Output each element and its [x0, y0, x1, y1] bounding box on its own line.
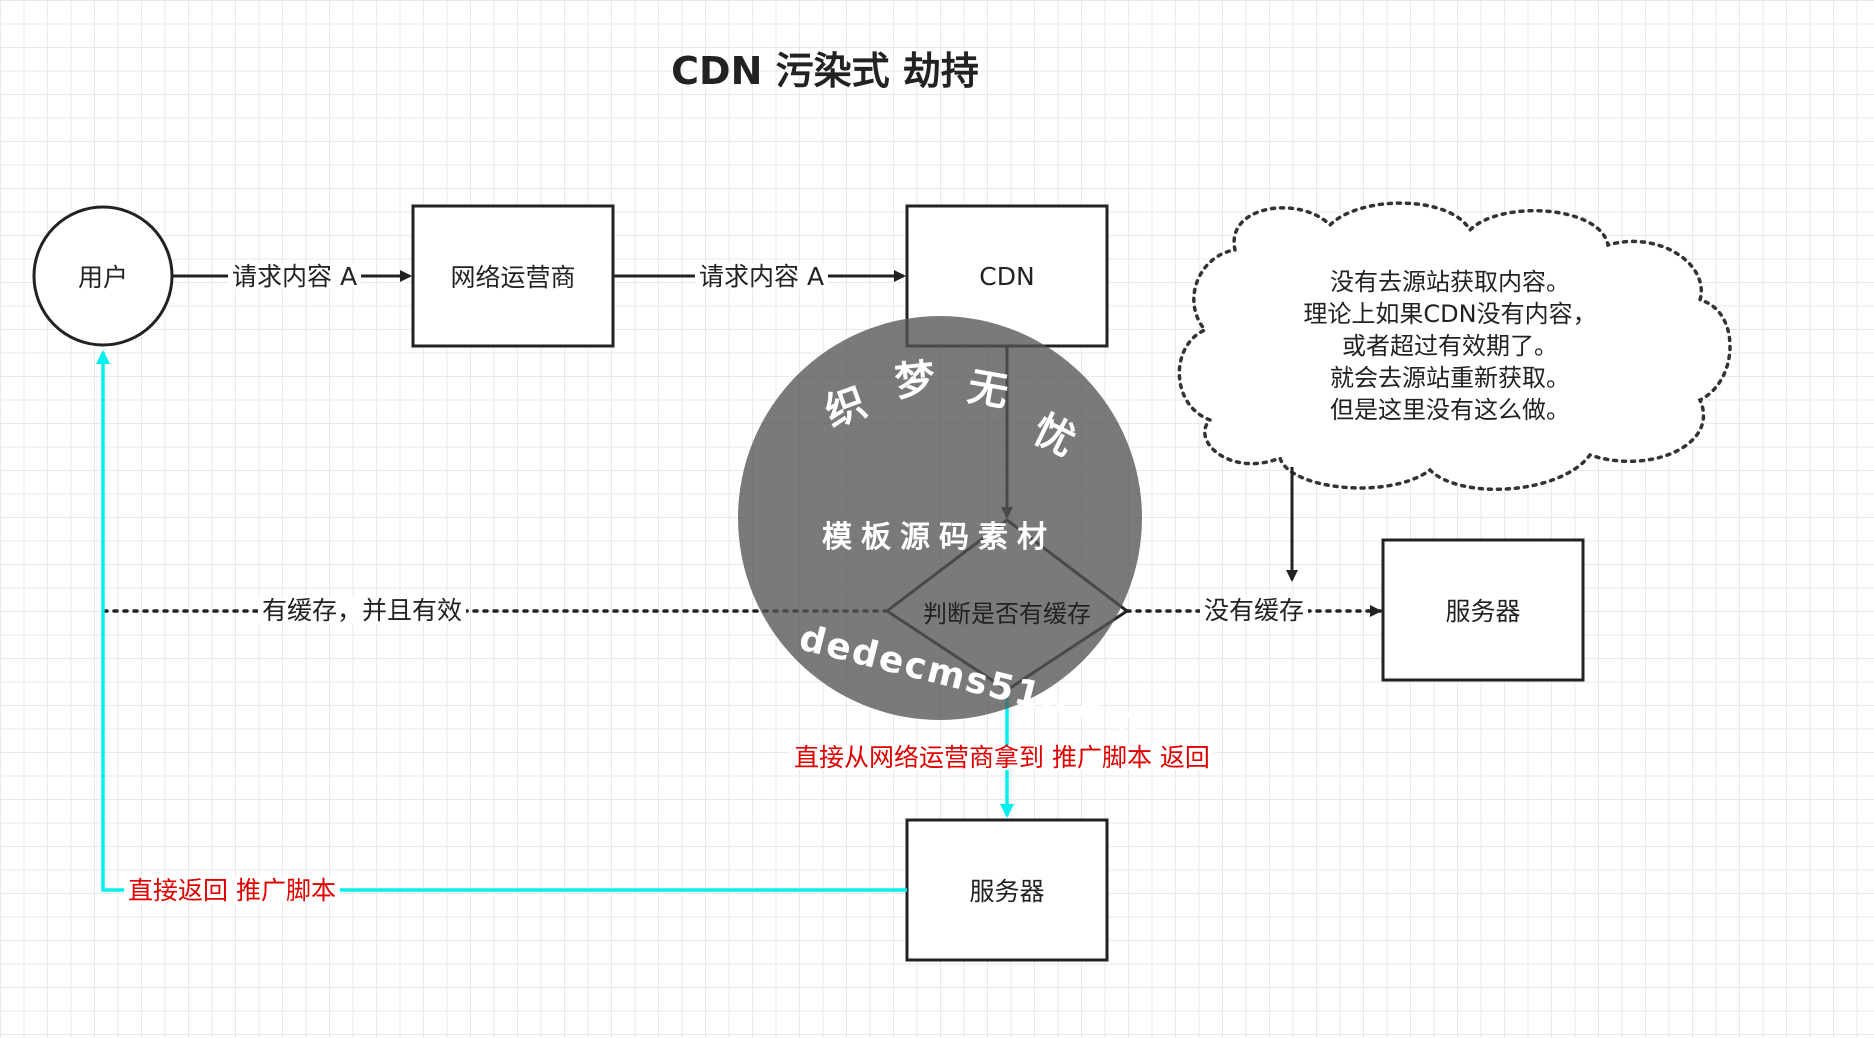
cloud-note-text: 没有去源站获取内容。 理论上如果CDN没有内容， 或者超过有效期了。 就会去源站…	[1260, 266, 1640, 426]
watermark-disc	[738, 316, 1142, 720]
cloud-note-line: 但是这里没有这么做。	[1330, 396, 1570, 424]
server-right-node: 服务器	[1445, 597, 1521, 626]
cloud-note-line: 就会去源站重新获取。	[1330, 364, 1570, 392]
edge-return-script	[96, 350, 907, 892]
watermark-char: 梦	[892, 356, 938, 406]
cloud-note-line: 理论上如果CDN没有内容，	[1303, 300, 1597, 328]
cloud-note-line: 或者超过有效期了。	[1342, 332, 1558, 360]
watermark-subtitle: 模板源码素材	[822, 520, 1056, 555]
edge-label-no-cache: 没有缓存	[1200, 598, 1309, 623]
watermark-char: 无	[964, 363, 1012, 417]
server-bottom-shape	[905, 818, 1109, 962]
edge-label-isp-to-cdn: 请求内容 A	[695, 264, 829, 289]
isp-node: 网络运营商	[450, 263, 576, 292]
isp-node-shape	[411, 204, 615, 348]
user-node: 用户	[77, 263, 128, 292]
edge-label-cached-valid: 有缓存，并且有效	[258, 598, 467, 623]
page-title: CDN 污染式 劫持	[671, 49, 979, 93]
server-right-shape	[1381, 538, 1585, 682]
server-bottom-node: 服务器	[969, 877, 1045, 906]
user-node-shape	[32, 205, 174, 347]
edge-label-user-to-isp: 请求内容 A	[228, 264, 362, 289]
cloud-note-shape	[1177, 201, 1732, 492]
edge-label-isp-inject: 直接从网络运营商拿到 推广脚本 返回	[790, 745, 1214, 770]
decision-node: 判断是否有缓存	[923, 599, 1091, 628]
edge-label-return-script: 直接返回 推广脚本	[124, 878, 340, 903]
cloud-note-line: 没有去源站获取内容。	[1330, 268, 1570, 296]
cdn-node: CDN	[979, 261, 1035, 291]
